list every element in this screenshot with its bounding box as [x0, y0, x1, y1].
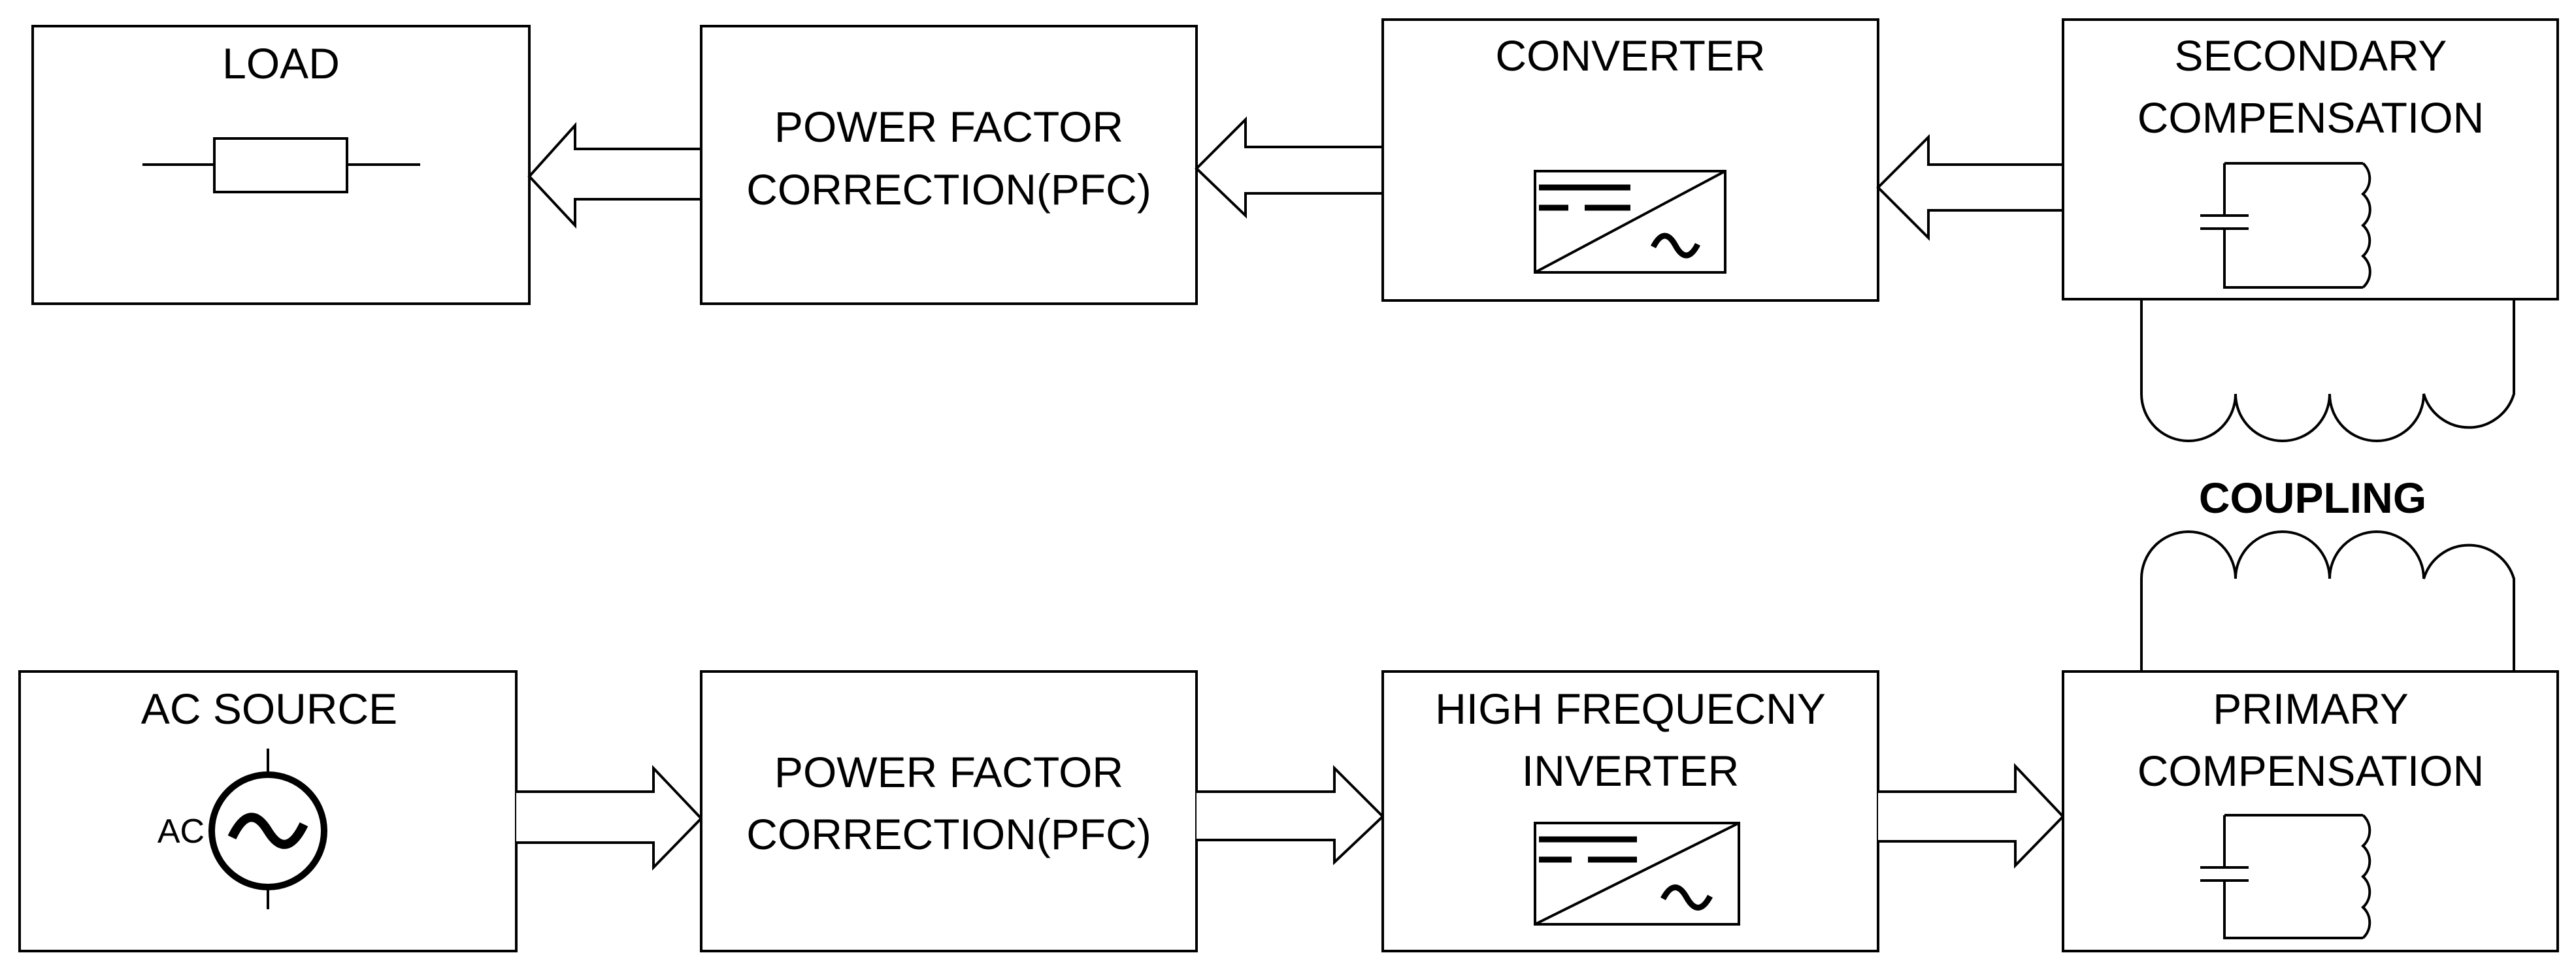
load-block: LOAD: [31, 25, 531, 305]
dc-ac-inverter-icon: [1534, 822, 1740, 926]
lc-tank-icon: [2200, 162, 2371, 289]
converter-title: CONVERTER: [1495, 31, 1765, 80]
pfc-primary-line2: CORRECTION(PFC): [746, 810, 1151, 858]
secondary-compensation-block: SECONDARY COMPENSATION: [2062, 18, 2559, 300]
ac-source-title: AC SOURCE: [141, 685, 397, 733]
pfc-primary-line1: POWER FACTOR: [774, 748, 1123, 796]
arrow-pfc-to-load: [527, 121, 701, 229]
hf-inverter-line1: HIGH FREQUECNY: [1435, 685, 1826, 733]
arrow-secondary-to-converter: [1876, 134, 2063, 241]
primary-comp-line2: COMPENSATION: [2138, 747, 2484, 795]
pfc-secondary-block: POWER FACTOR CORRECTION(PFC): [700, 25, 1198, 305]
pfc-secondary-line1: POWER FACTOR: [774, 103, 1123, 151]
secondary-comp-line2: COMPENSATION: [2138, 93, 2484, 142]
lc-tank-icon: [2200, 814, 2371, 939]
ac-source-icon: [208, 749, 327, 909]
pfc-primary-block: POWER FACTOR CORRECTION(PFC): [700, 670, 1198, 952]
primary-comp-line1: PRIMARY: [2213, 685, 2409, 733]
pfc-secondary-line2: CORRECTION(PFC): [746, 165, 1151, 214]
arrow-converter-to-pfc: [1195, 116, 1383, 219]
arrow-pfc-to-inverter: [1197, 765, 1385, 865]
ac-symbol-label: AC: [157, 813, 205, 850]
secondary-coil-icon: [2140, 299, 2515, 442]
hf-inverter-line2: INVERTER: [1522, 747, 1740, 795]
load-title: LOAD: [222, 39, 340, 88]
secondary-comp-line1: SECONDARY: [2175, 31, 2447, 80]
converter-block: CONVERTER: [1381, 18, 1879, 302]
primary-compensation-block: PRIMARY COMPENSATION: [2062, 670, 2559, 952]
hf-inverter-block: HIGH FREQUECNY INVERTER: [1381, 670, 1879, 952]
dc-ac-converter-icon: [1534, 170, 1726, 274]
arrow-source-to-pfc: [516, 764, 703, 871]
primary-coil-icon: [2140, 530, 2515, 671]
resistor-icon: [142, 137, 420, 193]
arrow-inverter-to-primary: [1878, 762, 2065, 869]
ac-source-block: AC SOURCE AC: [18, 670, 518, 952]
coupling-label: COUPLING: [2199, 474, 2426, 522]
